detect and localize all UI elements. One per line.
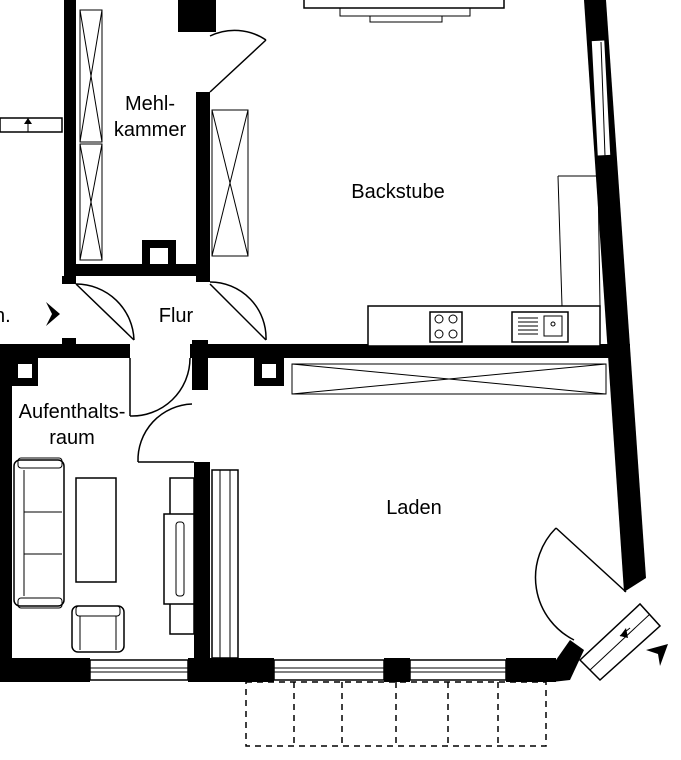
arrow-flur-icon bbox=[46, 302, 60, 326]
window-left-stub bbox=[0, 117, 63, 133]
wall-post-flur-left bbox=[62, 338, 76, 350]
kitchen bbox=[367, 175, 601, 347]
arrow-entrance-icon bbox=[646, 644, 668, 666]
shaft-laden-hole bbox=[262, 364, 276, 378]
wall-aufenthaltsraum-laden bbox=[194, 462, 210, 682]
wall-aufenthaltsraum-left bbox=[0, 344, 12, 682]
label-aufenthaltsraum-2: raum bbox=[49, 427, 95, 449]
shaft-mehlkammer-hole bbox=[150, 248, 168, 264]
wall-mehlkammer-bottom bbox=[64, 264, 210, 276]
doors bbox=[75, 29, 662, 682]
wall-flur-right bbox=[192, 340, 208, 390]
wall-backstube-laden bbox=[190, 344, 630, 358]
door-flur-right-swing bbox=[209, 281, 267, 341]
wall-bottom-left bbox=[0, 658, 90, 682]
wall-left-stub bbox=[62, 276, 76, 284]
label-mehlkammer-2: kammer bbox=[114, 119, 187, 141]
shafts bbox=[12, 240, 284, 386]
windows bbox=[0, 38, 612, 681]
window-bottom-left bbox=[89, 659, 189, 681]
wall-bottom-pillar bbox=[384, 658, 410, 682]
room-labels: Mehl- kammer Backstube Flur Aufenthalts-… bbox=[0, 93, 445, 519]
wall-mehlkammer-left bbox=[64, 0, 76, 282]
label-flur: Flur bbox=[159, 305, 194, 327]
label-mehlkammer-1: Mehl- bbox=[125, 93, 175, 115]
window-right-upper bbox=[590, 38, 612, 158]
label-backstube: Backstube bbox=[351, 181, 444, 203]
shelf-mehlkammer-upper bbox=[79, 9, 103, 143]
shelf-laden-top bbox=[291, 363, 607, 395]
sofa bbox=[13, 459, 65, 607]
shelf-mehlkammer-lower bbox=[79, 143, 103, 261]
entrance-arrows bbox=[46, 302, 668, 666]
coffee-table bbox=[75, 477, 117, 583]
door-mehlkammer-swing bbox=[209, 29, 267, 41]
wall-aufenthaltsraum-top bbox=[0, 344, 130, 358]
label-cut-off: n. bbox=[0, 305, 11, 327]
stove-icon bbox=[429, 311, 463, 343]
door-entrance-swing bbox=[534, 527, 575, 641]
terrace-outline bbox=[245, 681, 547, 747]
window-bottom-mid bbox=[273, 659, 385, 681]
sink-icon bbox=[511, 311, 569, 343]
door-flur-left-swing bbox=[75, 283, 135, 341]
backstube-equipment bbox=[303, 0, 505, 23]
shelves bbox=[79, 9, 607, 395]
chimney-top bbox=[178, 0, 216, 32]
wall-right-corner bbox=[552, 640, 584, 682]
wall-bottom-right bbox=[506, 658, 556, 682]
label-laden: Laden bbox=[386, 497, 442, 519]
shaft-aufenthaltsraum-hole bbox=[18, 364, 32, 378]
shelf-backstube-left bbox=[211, 109, 249, 257]
kitchen-counter-outline bbox=[558, 175, 601, 307]
wall-mehlkammer-right-lower bbox=[196, 92, 210, 282]
door-aufenthaltsraum-swing bbox=[129, 357, 191, 417]
window-bottom-right bbox=[409, 659, 507, 681]
outdoor-area bbox=[245, 681, 547, 747]
furniture bbox=[13, 457, 239, 659]
door-laden-swing bbox=[137, 403, 193, 463]
laden-shelf-left bbox=[211, 469, 239, 659]
tv bbox=[163, 513, 195, 605]
label-aufenthaltsraum-1: Aufenthalts- bbox=[19, 401, 126, 423]
oven-unit bbox=[303, 0, 505, 9]
